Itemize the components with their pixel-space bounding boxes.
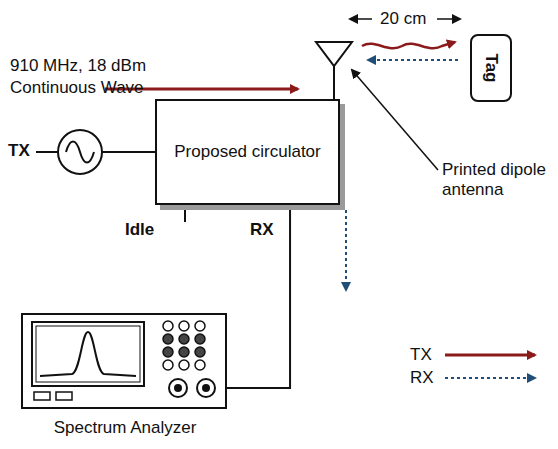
tx-wire — [36, 151, 58, 153]
analyzer-drawing — [20, 312, 230, 412]
text-label: 20 cm — [380, 9, 426, 29]
text-label: Continuous Wave — [10, 78, 144, 98]
text-label: TX — [8, 141, 30, 161]
tag-box: Tag — [470, 34, 512, 102]
rx-cable — [226, 205, 290, 388]
circulator-box: Proposed circulator — [155, 99, 340, 205]
tx-wave-arrow — [362, 42, 455, 48]
legend-sample — [445, 377, 535, 379]
text-label: Idle — [125, 220, 154, 240]
text-label: RX — [250, 220, 274, 240]
legend-text: RX — [410, 368, 434, 388]
text-label: Printed dipole antenna — [442, 160, 552, 199]
text-label: 910 MHz, 18 dBm — [10, 56, 146, 76]
rx-arrow — [345, 210, 347, 290]
signal-source — [58, 130, 102, 174]
antenna-symbol — [316, 42, 352, 99]
spectrum-analyzer: Spectrum Analyzer — [20, 312, 230, 442]
idle-port — [184, 205, 186, 222]
legend-text: TX — [410, 345, 432, 365]
leader-line — [352, 70, 438, 170]
node-text: Tag — [481, 54, 501, 83]
tx-wire — [102, 151, 155, 153]
legend-sample — [445, 354, 535, 357]
node-text: Proposed circulator — [174, 142, 320, 162]
node-text: Spectrum Analyzer — [20, 418, 230, 438]
rx-wave-arrow — [368, 59, 458, 61]
